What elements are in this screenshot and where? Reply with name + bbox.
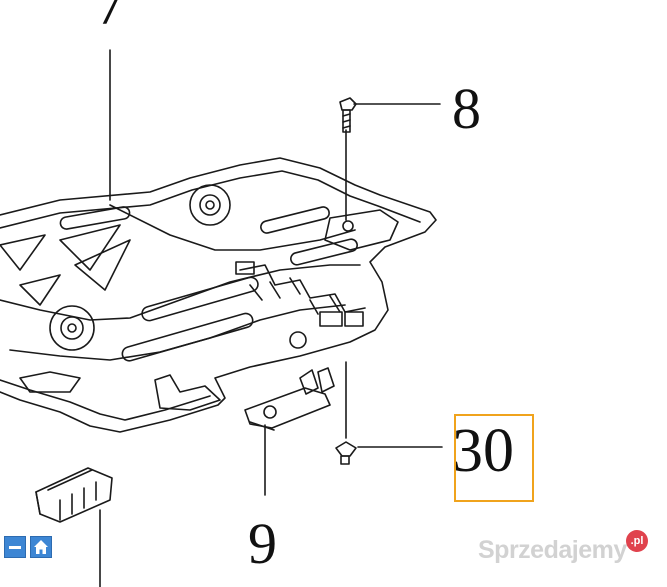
shield-slot xyxy=(141,276,259,322)
shield-slot xyxy=(121,312,254,362)
shield-cutout xyxy=(0,234,46,271)
bolt-hole xyxy=(342,220,354,232)
shield-boss xyxy=(205,200,215,210)
shield-cutout xyxy=(19,274,61,306)
callout-label-8: 8 xyxy=(452,76,481,141)
shield-slot xyxy=(235,261,255,275)
shield-grille xyxy=(249,277,341,315)
shield-boss xyxy=(189,184,231,226)
watermark-badge: .pl xyxy=(626,530,648,552)
shield-slot xyxy=(260,206,330,234)
underbody-shield-inner-edge xyxy=(0,170,421,229)
home-icon xyxy=(34,540,48,554)
shield-slot xyxy=(344,311,364,327)
callout-label-30: 30 xyxy=(452,417,514,485)
bolt-8 xyxy=(339,97,357,133)
shield-grille xyxy=(239,264,366,313)
shield-slot xyxy=(59,206,131,230)
highlight-box xyxy=(454,414,534,502)
shield-boss xyxy=(199,194,221,216)
minus-icon xyxy=(9,546,21,549)
shield-tab xyxy=(19,371,81,393)
bracket-part xyxy=(35,467,113,523)
shield-pad xyxy=(324,209,399,251)
shield-lower-rim xyxy=(0,379,211,421)
shield-slot xyxy=(290,238,358,266)
watermark-text: Sprzedajemy xyxy=(478,536,627,564)
callout-label-9: 9 xyxy=(248,511,277,576)
shield-tab xyxy=(154,374,221,411)
shield-ridge xyxy=(109,204,356,251)
shield-cutout xyxy=(74,239,131,291)
underbody-shield-outline xyxy=(0,157,437,433)
shield-slot xyxy=(319,311,343,327)
shield-cutout xyxy=(59,224,121,271)
callout-label-7: 7 xyxy=(96,0,125,37)
zoom-out-button[interactable] xyxy=(4,536,26,558)
shield-boss xyxy=(289,331,307,349)
shield-boss xyxy=(60,316,84,340)
cover-9 xyxy=(244,367,335,431)
clip-30 xyxy=(335,441,357,465)
home-button[interactable] xyxy=(30,536,52,558)
shield-boss xyxy=(67,323,77,333)
shield-boss xyxy=(49,305,95,351)
